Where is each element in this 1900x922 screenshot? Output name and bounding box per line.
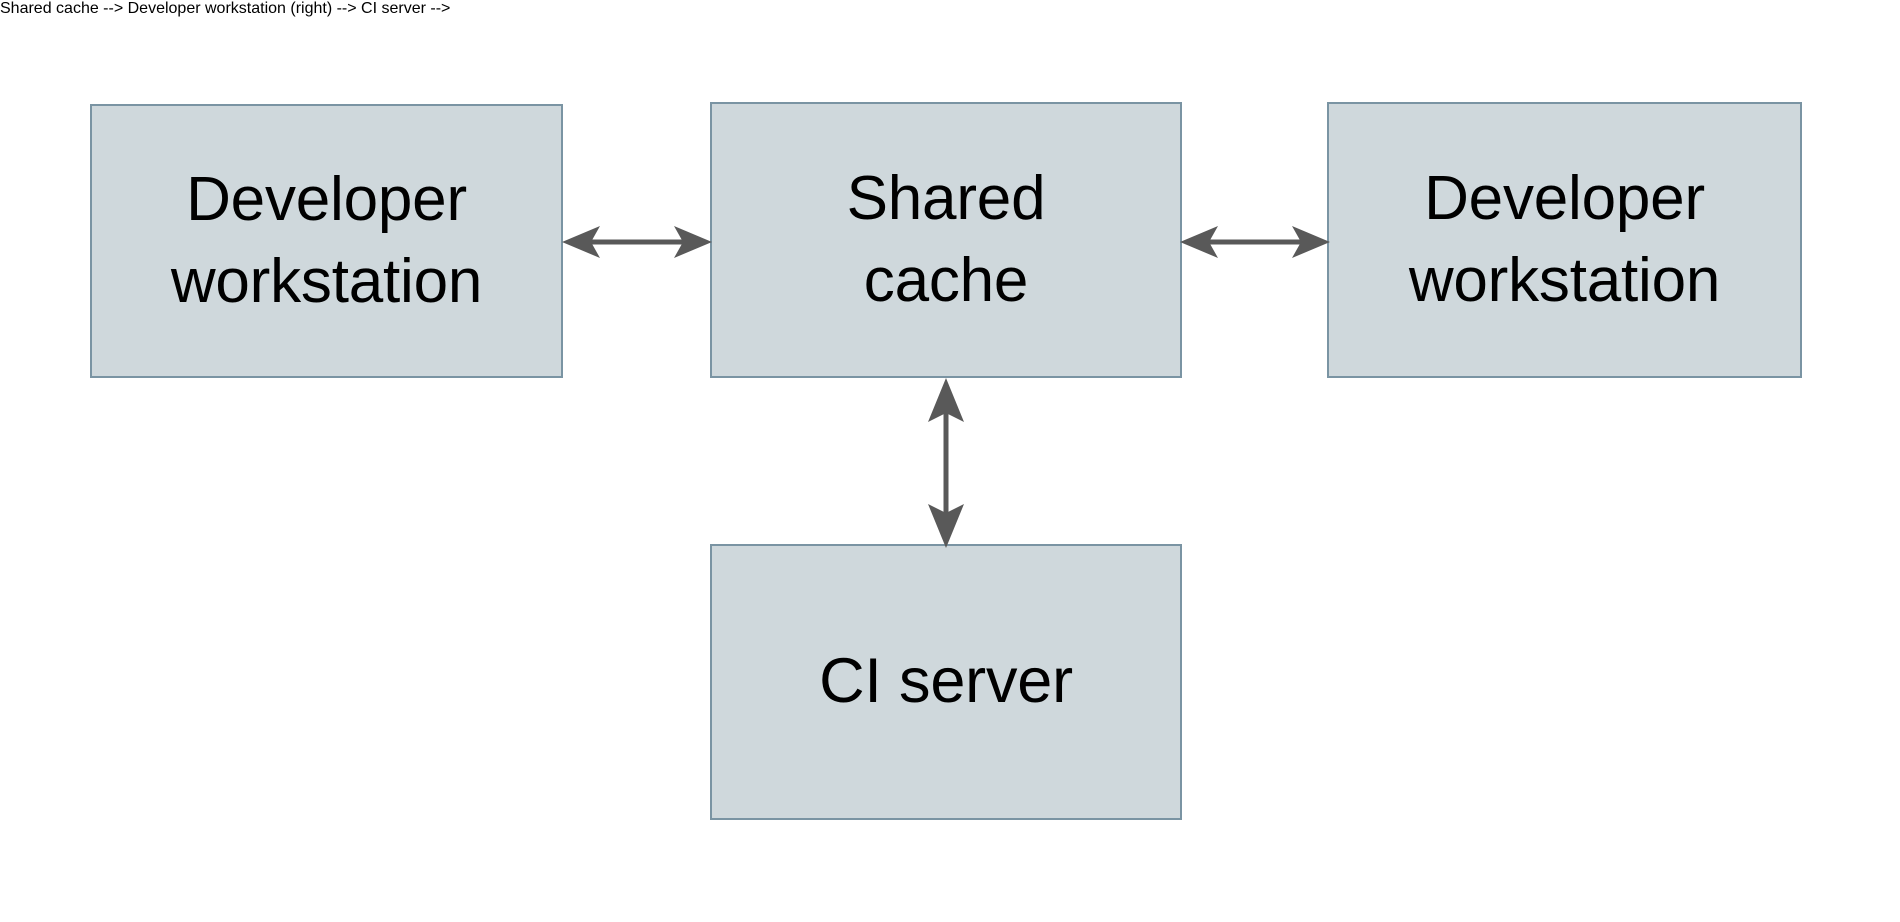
node-label: Developer workstation xyxy=(170,164,483,316)
connector-cache-to-ci-server xyxy=(910,374,982,552)
node-developer-workstation-right[interactable]: Developer workstation xyxy=(1327,102,1802,378)
node-label: Shared cache xyxy=(846,163,1046,315)
node-label: Developer workstation xyxy=(1408,163,1721,315)
connector-cache-to-dev-right xyxy=(1178,206,1332,278)
node-label: CI server xyxy=(819,646,1073,717)
bidirectional-arrow-icon xyxy=(1180,226,1330,258)
node-shared-cache[interactable]: Shared cache xyxy=(710,102,1182,378)
bidirectional-arrow-icon xyxy=(562,226,712,258)
node-developer-workstation-left[interactable]: Developer workstation xyxy=(90,104,563,378)
node-ci-server[interactable]: CI server xyxy=(710,544,1182,820)
bidirectional-arrow-icon xyxy=(928,378,964,548)
connector-dev-left-to-cache xyxy=(560,206,714,278)
